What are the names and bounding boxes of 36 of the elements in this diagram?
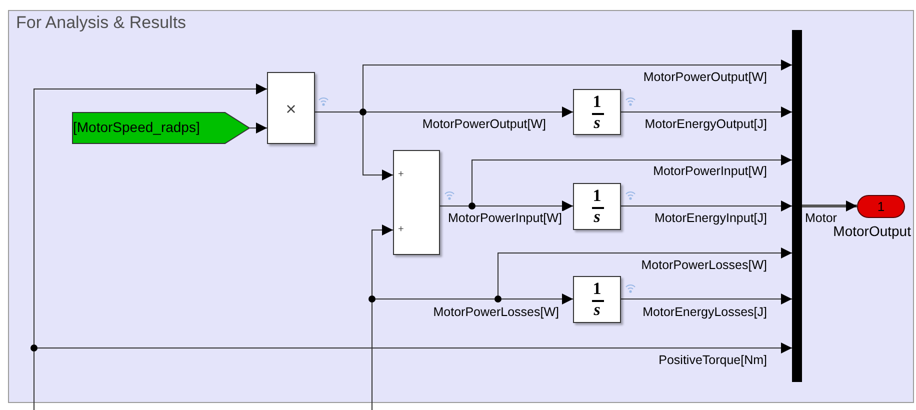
signal-label: Motor <box>804 211 838 225</box>
signal-label: MotorPowerLosses[W] <box>432 305 560 319</box>
signal-label: MotorPowerOutput[W] <box>642 70 768 84</box>
multiply-sign: × <box>284 99 298 120</box>
port-sign: + <box>398 170 404 180</box>
signal-line <box>250 122 268 134</box>
denominator: s <box>592 208 602 226</box>
area-title: For Analysis & Results <box>16 13 186 33</box>
signal-label: PositiveTorque[Nm] <box>658 353 768 367</box>
signal-label: MotorPowerInput[W] <box>652 164 768 178</box>
denominator: s <box>592 301 602 319</box>
numerator: 1 <box>592 187 602 205</box>
sum-block <box>393 150 440 255</box>
signal-label: MotorPowerOutput[W] <box>421 117 547 131</box>
port-name: MotorOutput <box>833 223 911 239</box>
bus-bar <box>792 30 802 382</box>
denominator: s <box>592 114 602 132</box>
numerator: 1 <box>592 93 602 111</box>
integrator-block <box>573 89 621 135</box>
signal-label: MotorPowerLosses[W] <box>640 258 768 272</box>
signal-label: MotorEnergyInput[J] <box>653 211 768 225</box>
outport-block <box>857 195 905 218</box>
product-block <box>267 72 315 144</box>
signal-line <box>620 106 792 118</box>
signal-line <box>802 200 857 212</box>
signal-label: MotorPowerInput[W] <box>447 211 563 225</box>
signal-line <box>620 200 792 212</box>
numerator: 1 <box>592 280 602 298</box>
port-number: 1 <box>877 199 885 214</box>
tag-label: [MotorSpeed_radps] <box>73 119 200 135</box>
port-sign: + <box>398 225 404 235</box>
signal-label: MotorEnergyLosses[J] <box>642 305 768 319</box>
integrator-block <box>573 183 621 230</box>
signal-label: MotorEnergyOutput[J] <box>644 117 768 131</box>
integrator-block <box>573 276 621 323</box>
signal-line <box>620 294 792 304</box>
